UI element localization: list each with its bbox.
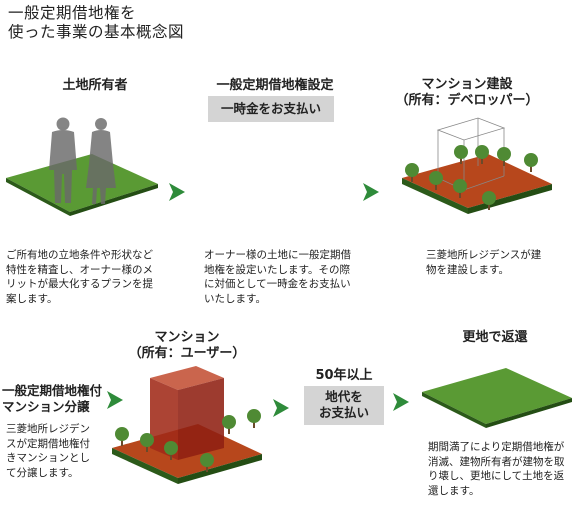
- build-heading-line-1: マンション建設: [421, 77, 513, 92]
- tree-icon: [115, 409, 261, 472]
- owner-heading: 土地所有者: [62, 78, 128, 93]
- arrow-right-icon: [390, 392, 412, 412]
- build-description: 三菱地所レジデンスが建物を建設します。: [426, 249, 542, 276]
- lease-description: オーナー様の土地に一般定期借地権を設定いたします。その際に対価として一時金をお支…: [204, 249, 351, 305]
- apartment-illustration: [100, 364, 272, 504]
- rent-badge-line-1: 地代を: [325, 389, 363, 404]
- rent-badge: 地代を お支払い: [304, 386, 384, 425]
- owner-illustration: [0, 108, 165, 220]
- return-description: 期間満了により定期借地権が消滅、建物所有者が建物を取り壊し、更地にして土地を返還…: [428, 441, 565, 497]
- owned-heading: マンション （所有：ユーザー）: [112, 330, 262, 362]
- tree-icon: [405, 145, 538, 210]
- title-line-1: 一般定期借地権を: [8, 4, 137, 22]
- construction-illustration: [392, 112, 564, 230]
- arrow-right-icon: [166, 182, 188, 202]
- term-heading: 50年以上: [315, 368, 373, 383]
- sale-label: 一般定期借地権付 マンション分譲: [2, 383, 104, 415]
- diagram-title: 一般定期借地権を 使った事業の基本概念図: [8, 4, 184, 42]
- owned-heading-line-1: マンション: [154, 330, 220, 345]
- sale-description: 三菱地所レジデンスが定期借地権付きマンションとして分譲します。: [6, 423, 90, 479]
- person-man-icon: [49, 117, 77, 203]
- owned-heading-line-2: （所有：ユーザー）: [128, 346, 246, 361]
- vacant-land-illustration: [414, 350, 578, 430]
- lease-heading: 一般定期借地権設定: [216, 78, 334, 93]
- building-block-icon: [150, 366, 224, 460]
- arrow-right-icon: [270, 398, 292, 418]
- owner-description: ご所有地の立地条件や形状など特性を精査し、オーナー様のメリットが最大化するプラン…: [6, 249, 153, 305]
- sale-label-line-2: マンション分譲: [2, 399, 90, 414]
- lease-badge: 一時金をお支払い: [208, 96, 334, 122]
- return-heading: 更地で返還: [462, 330, 528, 345]
- arrow-right-icon: [360, 182, 382, 202]
- build-heading: マンション建設 （所有：デベロッパー）: [392, 77, 542, 109]
- sale-label-line-1: 一般定期借地権付: [2, 383, 103, 398]
- arrow-right-icon: [104, 390, 126, 410]
- title-line-2: 使った事業の基本概念図: [8, 23, 185, 41]
- rent-badge-line-2: お支払い: [318, 405, 369, 420]
- build-heading-line-2: （所有：デベロッパー）: [395, 93, 539, 108]
- person-woman-icon: [86, 118, 116, 204]
